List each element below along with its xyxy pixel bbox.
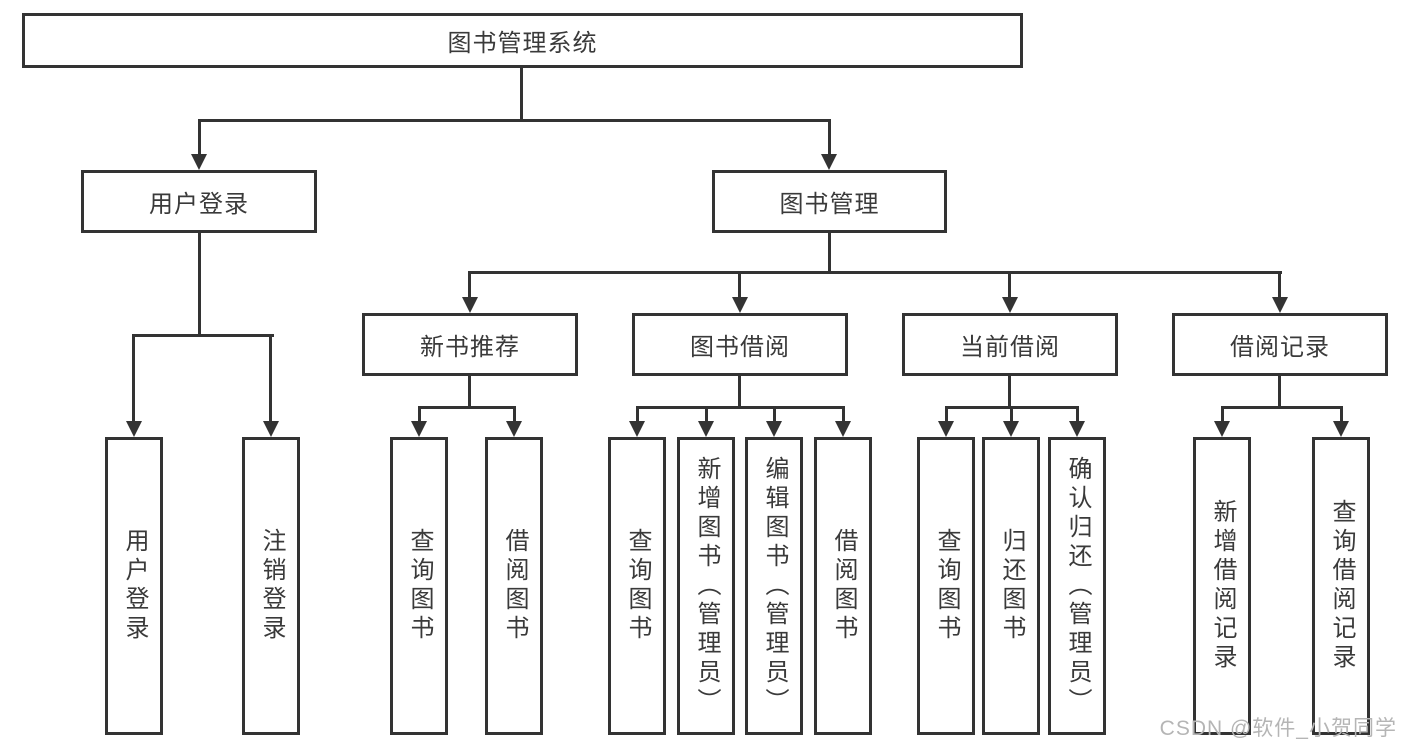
leaf-bb-borrow-books: 借阅图书 — [814, 437, 872, 735]
arrow-down-icon — [835, 421, 851, 437]
leaf-logout: 注销登录 — [242, 437, 300, 735]
arrow-down-icon — [1002, 297, 1018, 313]
node-root: 图书管理系统 — [22, 13, 1023, 68]
leaf-br-add-record: 新增借阅记录 — [1193, 437, 1251, 735]
arrow-down-icon — [263, 421, 279, 437]
leaf-cb-return-books: 归还图书 — [982, 437, 1040, 735]
leaf-cb-confirm-return: 确认归还（管理员） — [1048, 437, 1106, 735]
node-book-management: 图书管理 — [712, 170, 947, 233]
leaf-user-login: 用户登录 — [105, 437, 163, 735]
leaf-bb-query-books: 查询图书 — [608, 437, 666, 735]
csdn-watermark: CSDN @软件_小贺同学 — [1159, 717, 1397, 740]
edge-leaf-stem — [945, 406, 948, 424]
edge-leaf-stem — [513, 406, 516, 424]
node-new-book-recommend: 新书推荐 — [362, 313, 578, 376]
edge-ul-leaf-stem-2 — [269, 334, 272, 424]
node-user-login: 用户登录 — [81, 170, 317, 233]
edge-level2-branch — [198, 119, 831, 122]
edge-l3-stem-4 — [1278, 271, 1281, 300]
edge-l3-stem-3 — [1008, 271, 1011, 300]
edge-cb-down-stem — [1008, 375, 1011, 408]
leaf-bb-add-books: 新增图书（管理员） — [677, 437, 735, 735]
edge-leaf-stem — [842, 406, 845, 424]
edge-leaf-stem — [773, 406, 776, 424]
arrow-down-icon — [821, 154, 837, 170]
leaf-nbr-query-books: 查询图书 — [390, 437, 448, 735]
arrow-down-icon — [191, 154, 207, 170]
edge-nbr-branch — [418, 406, 516, 409]
leaf-nbr-borrow-books: 借阅图书 — [485, 437, 543, 735]
edge-leaf-stem — [1076, 406, 1079, 424]
edge-leaf-stem — [636, 406, 639, 424]
arrow-down-icon — [629, 421, 645, 437]
edge-ul-branch — [133, 334, 274, 337]
leaf-bb-edit-books: 编辑图书（管理员） — [745, 437, 803, 735]
edge-leaf-stem — [1340, 406, 1343, 424]
node-current-borrowing: 当前借阅 — [902, 313, 1118, 376]
edge-bb-down-stem — [738, 375, 741, 408]
arrow-down-icon — [1214, 421, 1230, 437]
edge-l3-stem-1 — [468, 271, 471, 300]
arrow-down-icon — [411, 421, 427, 437]
arrow-down-icon — [698, 421, 714, 437]
edge-bm-down-stem — [828, 233, 831, 273]
edge-user-login-stem — [198, 119, 201, 156]
arrow-down-icon — [126, 421, 142, 437]
edge-l3-stem-2 — [738, 271, 741, 300]
edge-leaf-stem — [418, 406, 421, 424]
arrow-down-icon — [1069, 421, 1085, 437]
arrow-down-icon — [766, 421, 782, 437]
edge-br-branch — [1221, 406, 1343, 409]
arrow-down-icon — [506, 421, 522, 437]
edge-leaf-stem — [1221, 406, 1224, 424]
edge-br-down-stem — [1278, 375, 1281, 408]
node-borrowing-records: 借阅记录 — [1172, 313, 1388, 376]
edge-root-stem — [520, 66, 523, 121]
arrow-down-icon — [462, 297, 478, 313]
arrow-down-icon — [1272, 297, 1288, 313]
edge-leaf-stem — [1010, 406, 1013, 424]
edge-nbr-down-stem — [468, 375, 471, 408]
arrow-down-icon — [938, 421, 954, 437]
edge-leaf-stem — [705, 406, 708, 424]
leaf-br-query-record: 查询借阅记录 — [1312, 437, 1370, 735]
edge-ul-leaf-stem-1 — [132, 334, 135, 424]
leaf-cb-query-books: 查询图书 — [917, 437, 975, 735]
edge-book-management-stem — [828, 119, 831, 156]
arrow-down-icon — [1003, 421, 1019, 437]
arrow-down-icon — [732, 297, 748, 313]
arrow-down-icon — [1333, 421, 1349, 437]
edge-bb-branch — [636, 406, 845, 409]
edge-level3-branch — [469, 271, 1282, 274]
edge-ul-down-stem — [198, 233, 201, 336]
node-book-borrowing: 图书借阅 — [632, 313, 848, 376]
